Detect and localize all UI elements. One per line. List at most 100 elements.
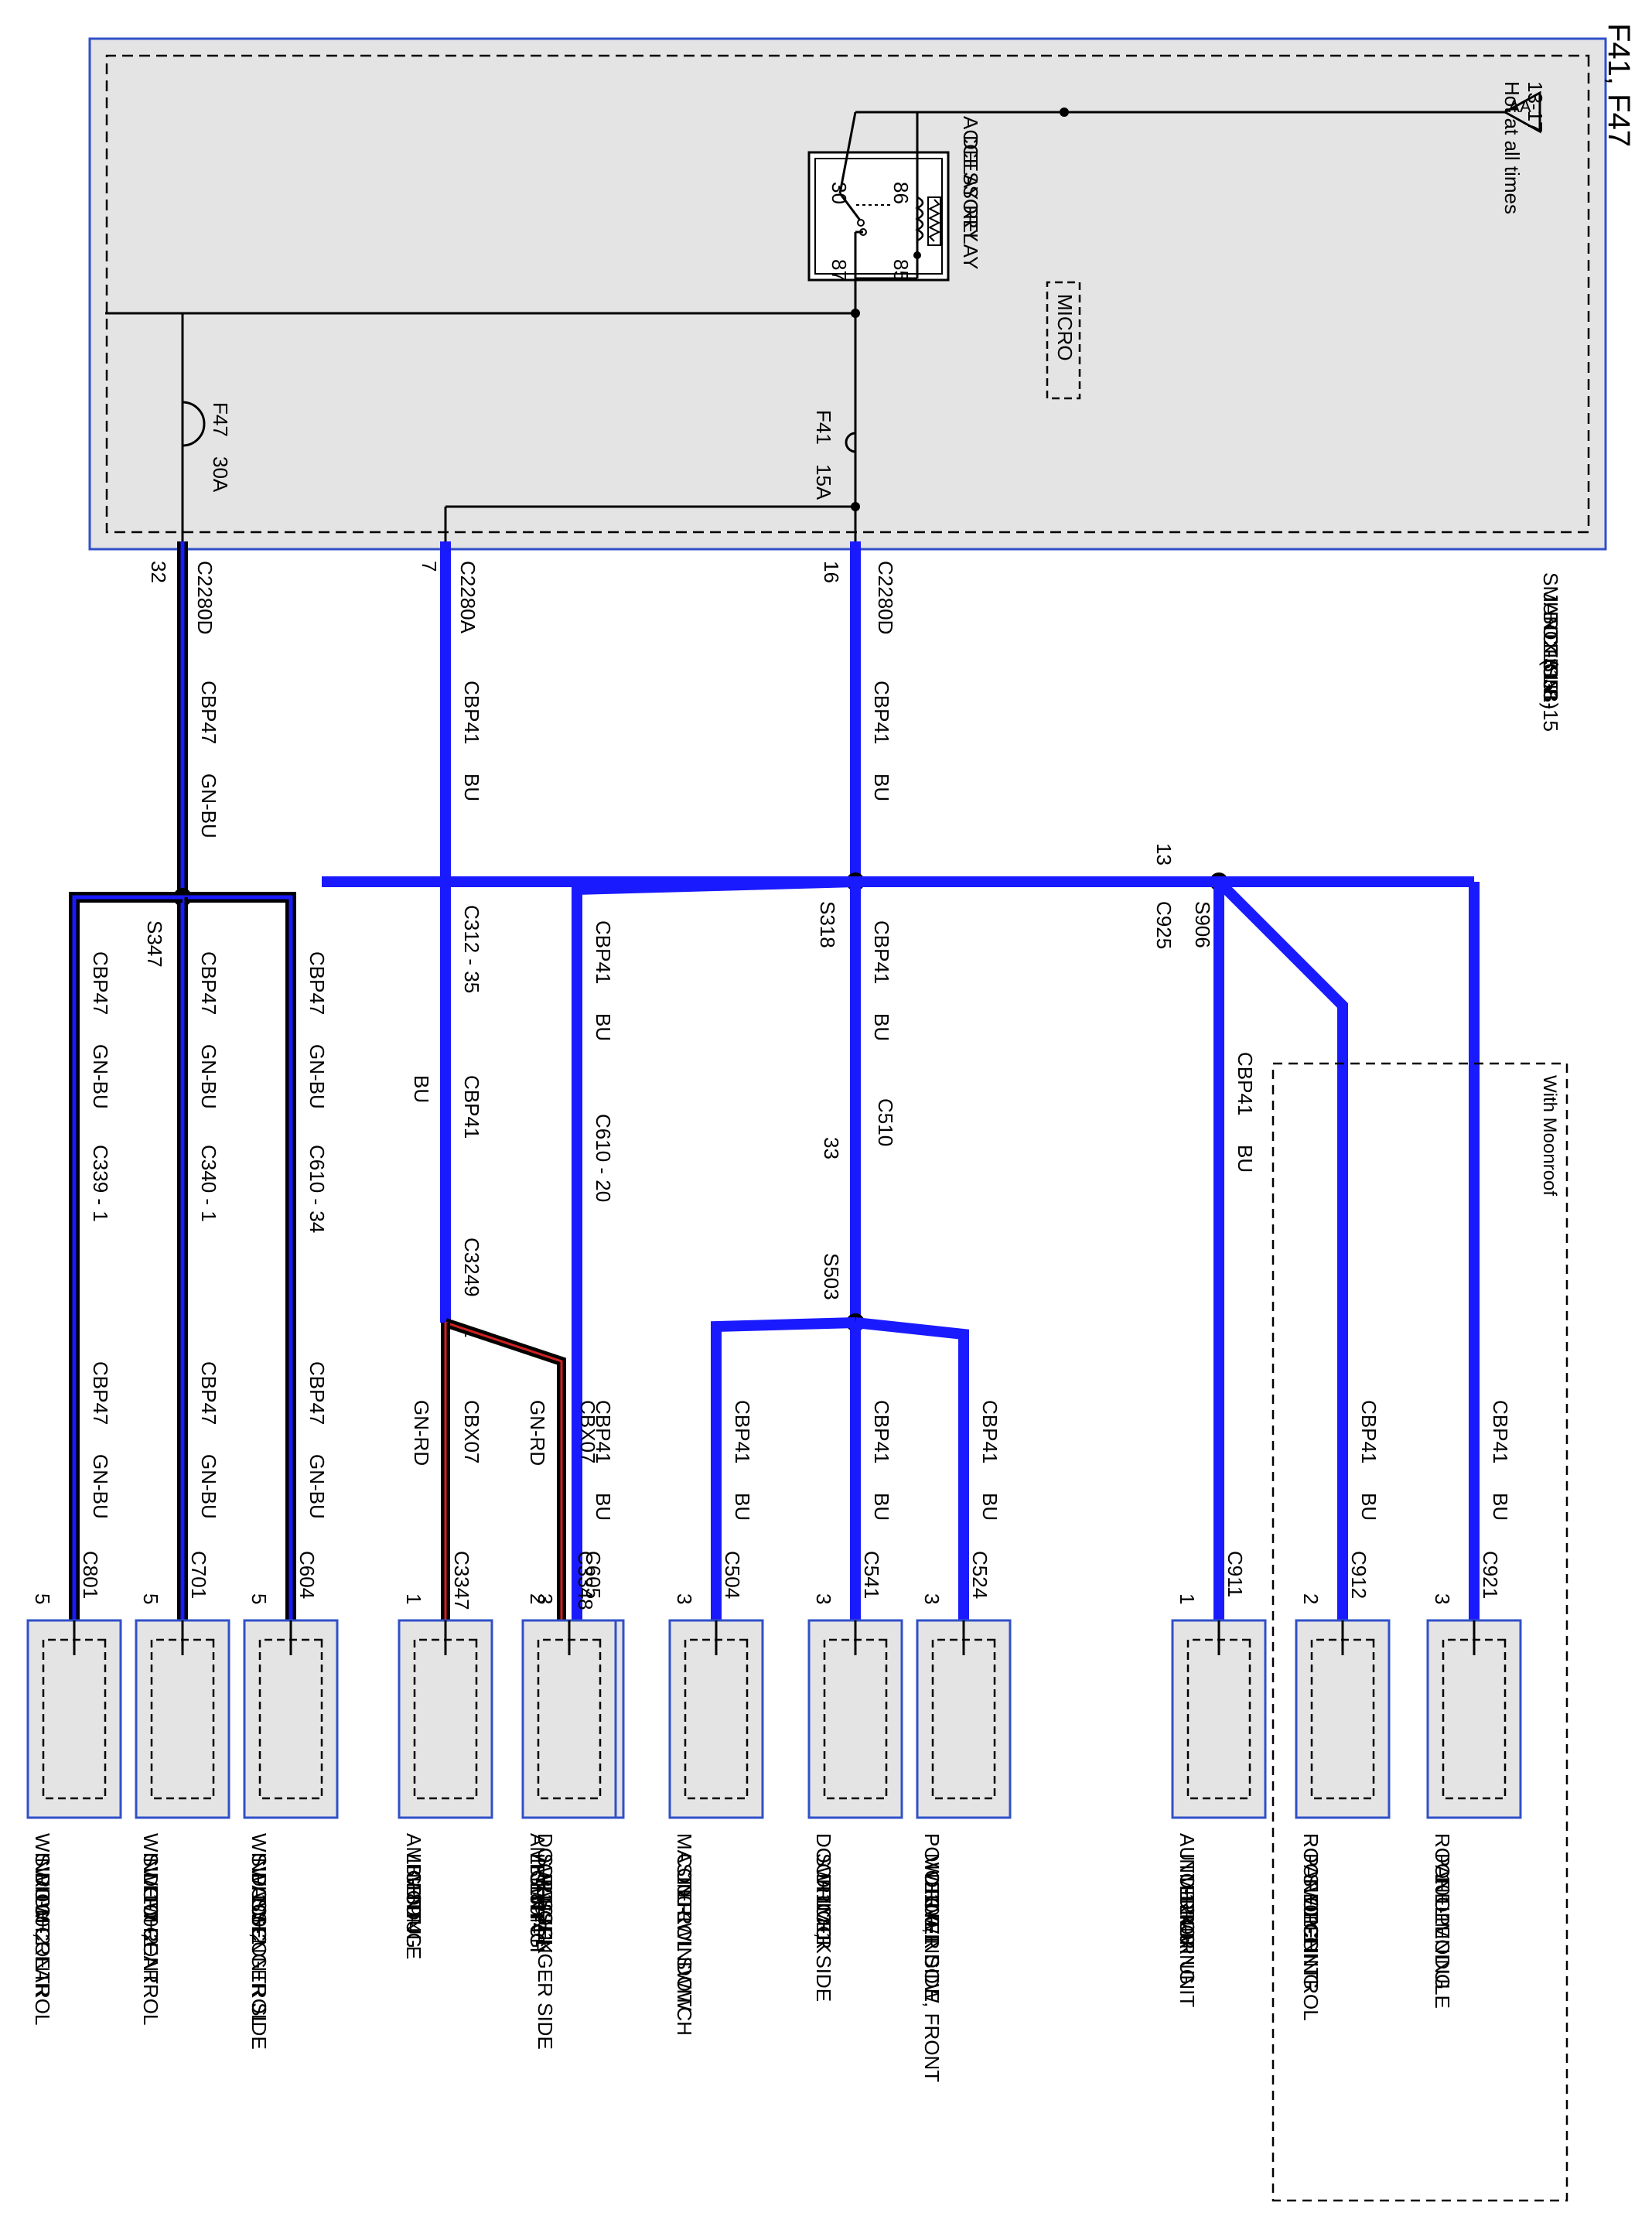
module-label-line: SWITCH, (247, 1853, 271, 1938)
module-connector-label: C701 (187, 1551, 210, 1599)
relay-inner-box (814, 158, 943, 275)
fuse-f47-name: F47 (209, 402, 232, 437)
c2280a-7-label: C2280A (456, 561, 480, 634)
wire-c605-pre-label: CBP41 (592, 920, 615, 984)
module-connector-label: C801 (79, 1551, 102, 1599)
wire-c605-label: CBP41 (592, 1400, 615, 1463)
relay-pin-86: 86 (889, 182, 913, 204)
relay-resistor-zigzag (927, 199, 941, 242)
module-label-line: MOTOR, (920, 1853, 944, 1934)
module-pin-number: 5 (31, 1593, 54, 1604)
module-label-line: AMBIENT (402, 1833, 425, 1923)
module-label-line: SWITCH, (31, 1853, 54, 1938)
wire-c605-color: BU (592, 1493, 615, 1521)
module-label-line: DOOR LOCK (812, 1833, 835, 1955)
micro-label: MICRO (1053, 294, 1077, 361)
module-pin-number: 2 (1299, 1593, 1323, 1604)
wire-c921-label: CBP41 (1489, 1400, 1512, 1463)
module-label-line: INTERIOR (1176, 1853, 1199, 1949)
wire-to-c604-stripe (183, 895, 293, 1620)
module-label-line: MASTER WINDOW (673, 1833, 696, 2011)
wire-c3348-label: CBX07 (576, 1400, 599, 1463)
wire-c801-label: CBP47 (89, 951, 112, 1015)
relay-contact-30 (857, 219, 865, 227)
wire-c604-label-2: CBP47 (305, 1361, 329, 1425)
module-pin-number: 3 (534, 1593, 557, 1604)
module-label-line: DRIVER SIDE, FRONT (920, 1873, 944, 2082)
module-label-line: 101-1 (1431, 1873, 1454, 1925)
relay-name-line2: DELAY RELAY (959, 135, 982, 269)
relay-switch-contact (838, 193, 865, 225)
relay-outer-box (807, 151, 950, 282)
wire-c911-color: BU (1234, 1145, 1257, 1173)
wire-to-c801-stripe (72, 895, 183, 1620)
module-connector-label: C3348 (574, 1551, 597, 1610)
module-connector-label: C524 (968, 1551, 992, 1599)
sjb-ref-3: 151-15 (1539, 669, 1562, 732)
module-label-line: MODULE (402, 1873, 425, 1959)
fuse-f47-rating: 30A (209, 456, 232, 493)
module-connector-label: C605 (582, 1551, 605, 1599)
wire-c701-label: CBP47 (197, 951, 220, 1015)
module-label-line: DRIVER SIDE (812, 1873, 835, 2002)
splice-s318-label: S318 (816, 901, 839, 948)
module-pin-number: 3 (920, 1593, 944, 1604)
module-label-line: PANEL MODULE (1431, 1853, 1454, 2009)
c2280d-32-pin: 32 (147, 561, 170, 583)
wire-c604-color: GN-BU (305, 1044, 329, 1109)
module-label-line: MIRROR UNIT (1176, 1873, 1199, 2007)
module-label-line: 117-1 (534, 1893, 557, 1944)
module-label-line: 100-2 (31, 1893, 54, 1945)
module-label-line: SWITCH, (812, 1853, 835, 1938)
module-connector-label: C541 (860, 1551, 883, 1599)
wire-c912-label: CBP41 (1357, 1400, 1381, 1463)
module-label-line: SWITCH, (534, 1853, 557, 1938)
sjb-box (88, 37, 1607, 551)
wire-ambient-label: CBP41 (460, 681, 483, 744)
module-label-line: WINDOW CONTROL (31, 1833, 54, 2025)
wire-to-c3348-stripe (445, 1321, 563, 1620)
wire-c541-color: BU (870, 1493, 893, 1521)
wire-c701-color: GN-BU (197, 1044, 220, 1109)
wire-c3347-label: CBX07 (460, 1400, 483, 1463)
c3249-label: C3249 (460, 1238, 483, 1297)
hot-at-all-times-pages: 13-17 (1524, 81, 1547, 133)
module-label-line: 89-4 (526, 1893, 549, 1934)
wire-cbp41-main-label: CBP41 (870, 681, 893, 744)
fuse-f47-symbol (182, 401, 206, 447)
wire-c801-color: GN-BU (89, 1044, 112, 1109)
module-pin-number: 3 (1431, 1593, 1454, 1604)
wire-c524-label: CBP41 (978, 1400, 1002, 1463)
c510-pin: 33 (820, 1137, 843, 1159)
diagram-rotated-group: AA Hot at all times 13-17 ACCESSORY DELA… (26, 37, 1607, 2202)
relay-pin30-wire (838, 111, 857, 194)
wire-cbp47-color: GN-BU (197, 773, 220, 838)
module-label-line: POWER WINDOW (920, 1833, 944, 2003)
module-pin-number: 3 (812, 1593, 835, 1604)
relay-name-line1: ACCESSORY (959, 116, 982, 242)
wire-ambient2-label: CBP41 (460, 1075, 483, 1139)
module-label-line: 101-1 (1299, 1893, 1323, 1945)
wire-c504-label: CBP41 (731, 1400, 754, 1463)
wire-c801-color-2: GN-BU (89, 1454, 112, 1519)
c925-label: C925 (1152, 901, 1176, 949)
module-connector-label: C504 (721, 1551, 744, 1599)
wire-to-c504 (711, 1317, 856, 1620)
module-label-line: RIGHT REAR (31, 1873, 54, 1997)
c2280d-16-pin: 16 (820, 561, 843, 583)
relay-coil (915, 196, 924, 242)
relay-node-85 (913, 251, 921, 259)
module-label-line: LIGHTING (526, 1853, 549, 1948)
sjb-inner-dashed (105, 54, 1590, 534)
module-connector-label: C604 (295, 1551, 319, 1599)
module-label-line: CONTROL SWITCH (673, 1853, 696, 2036)
c2280d-16-label: C2280D (874, 561, 897, 634)
module-label-line: 100-1 (673, 1873, 696, 1925)
module-label-line: ROOF OPENING (1431, 1833, 1454, 1989)
module-label-line: 124-6 (1176, 1893, 1199, 1945)
module-label-line: SWITCH (526, 1873, 549, 1953)
